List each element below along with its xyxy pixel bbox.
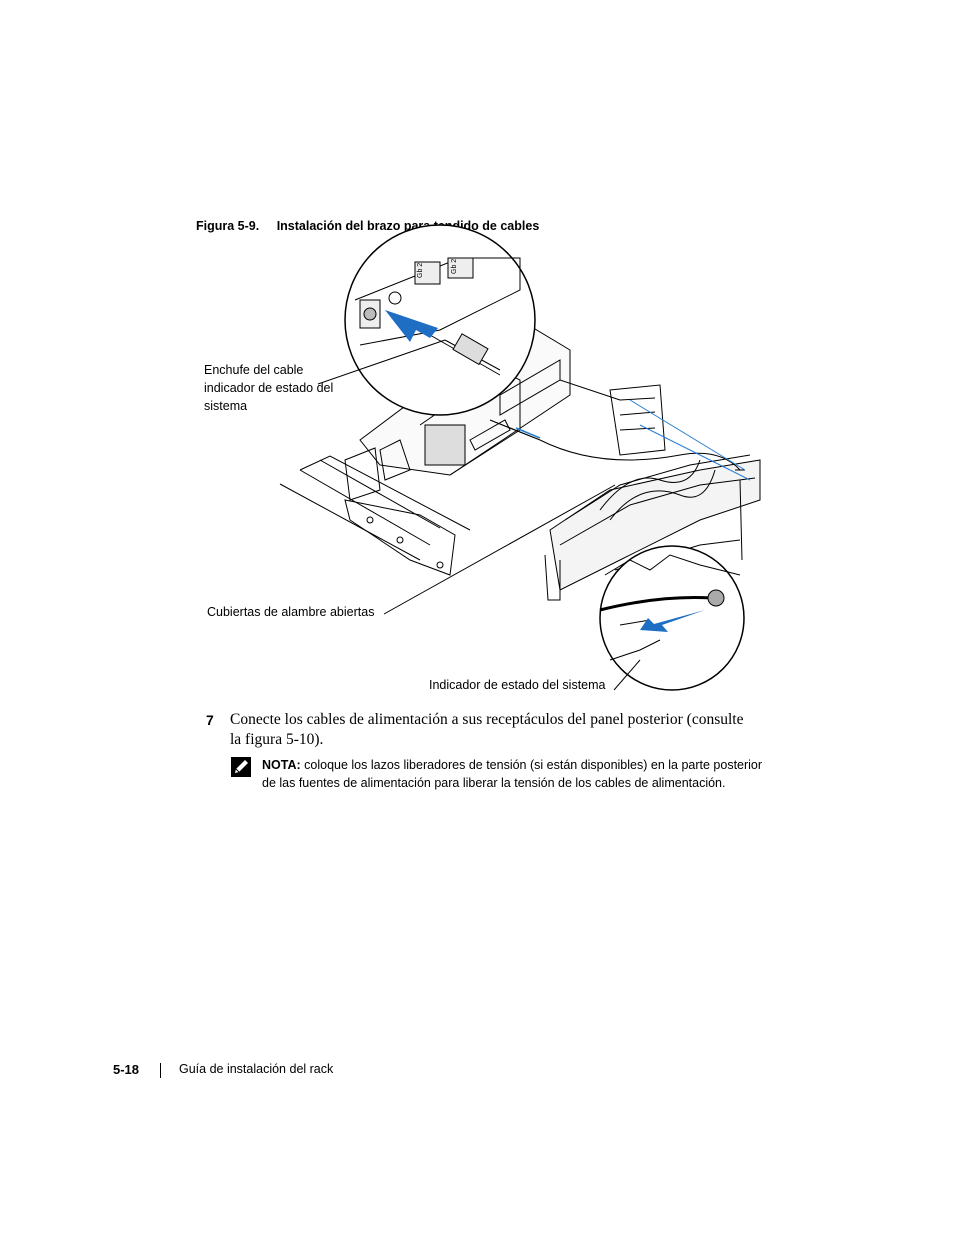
page-footer: 5-18 Guía de instalación del rack bbox=[113, 1062, 333, 1078]
footer-divider bbox=[160, 1063, 161, 1078]
footer-title: Guía de instalación del rack bbox=[179, 1062, 334, 1076]
step-number: 7 bbox=[206, 712, 214, 728]
callout-indicator-label: Indicador de estado del sistema bbox=[429, 678, 606, 692]
port-mark: Gb 2 bbox=[417, 263, 424, 278]
figure-caption: Figura 5-9. Instalación del brazo para t… bbox=[196, 219, 539, 233]
callout-plug-label: Enchufe del cable indicador de estado de… bbox=[204, 363, 334, 413]
figure-title: Instalación del brazo para tendido de ca… bbox=[276, 219, 540, 233]
pencil-note-icon bbox=[231, 757, 251, 777]
port-mark: Gb 2 bbox=[451, 259, 458, 274]
figure-number: Figura 5-9. bbox=[196, 219, 260, 233]
note-body: coloque los lazos liberadores de tensión… bbox=[262, 758, 763, 790]
note-label: NOTA: bbox=[262, 758, 301, 772]
callout-wire-covers-label: Cubiertas de alambre abiertas bbox=[207, 605, 375, 619]
note-text: NOTA: coloque los lazos liberadores de t… bbox=[262, 756, 777, 792]
page-number: 5-18 bbox=[113, 1062, 140, 1077]
step-text: Conecte los cables de alimentación a sus… bbox=[230, 711, 744, 748]
